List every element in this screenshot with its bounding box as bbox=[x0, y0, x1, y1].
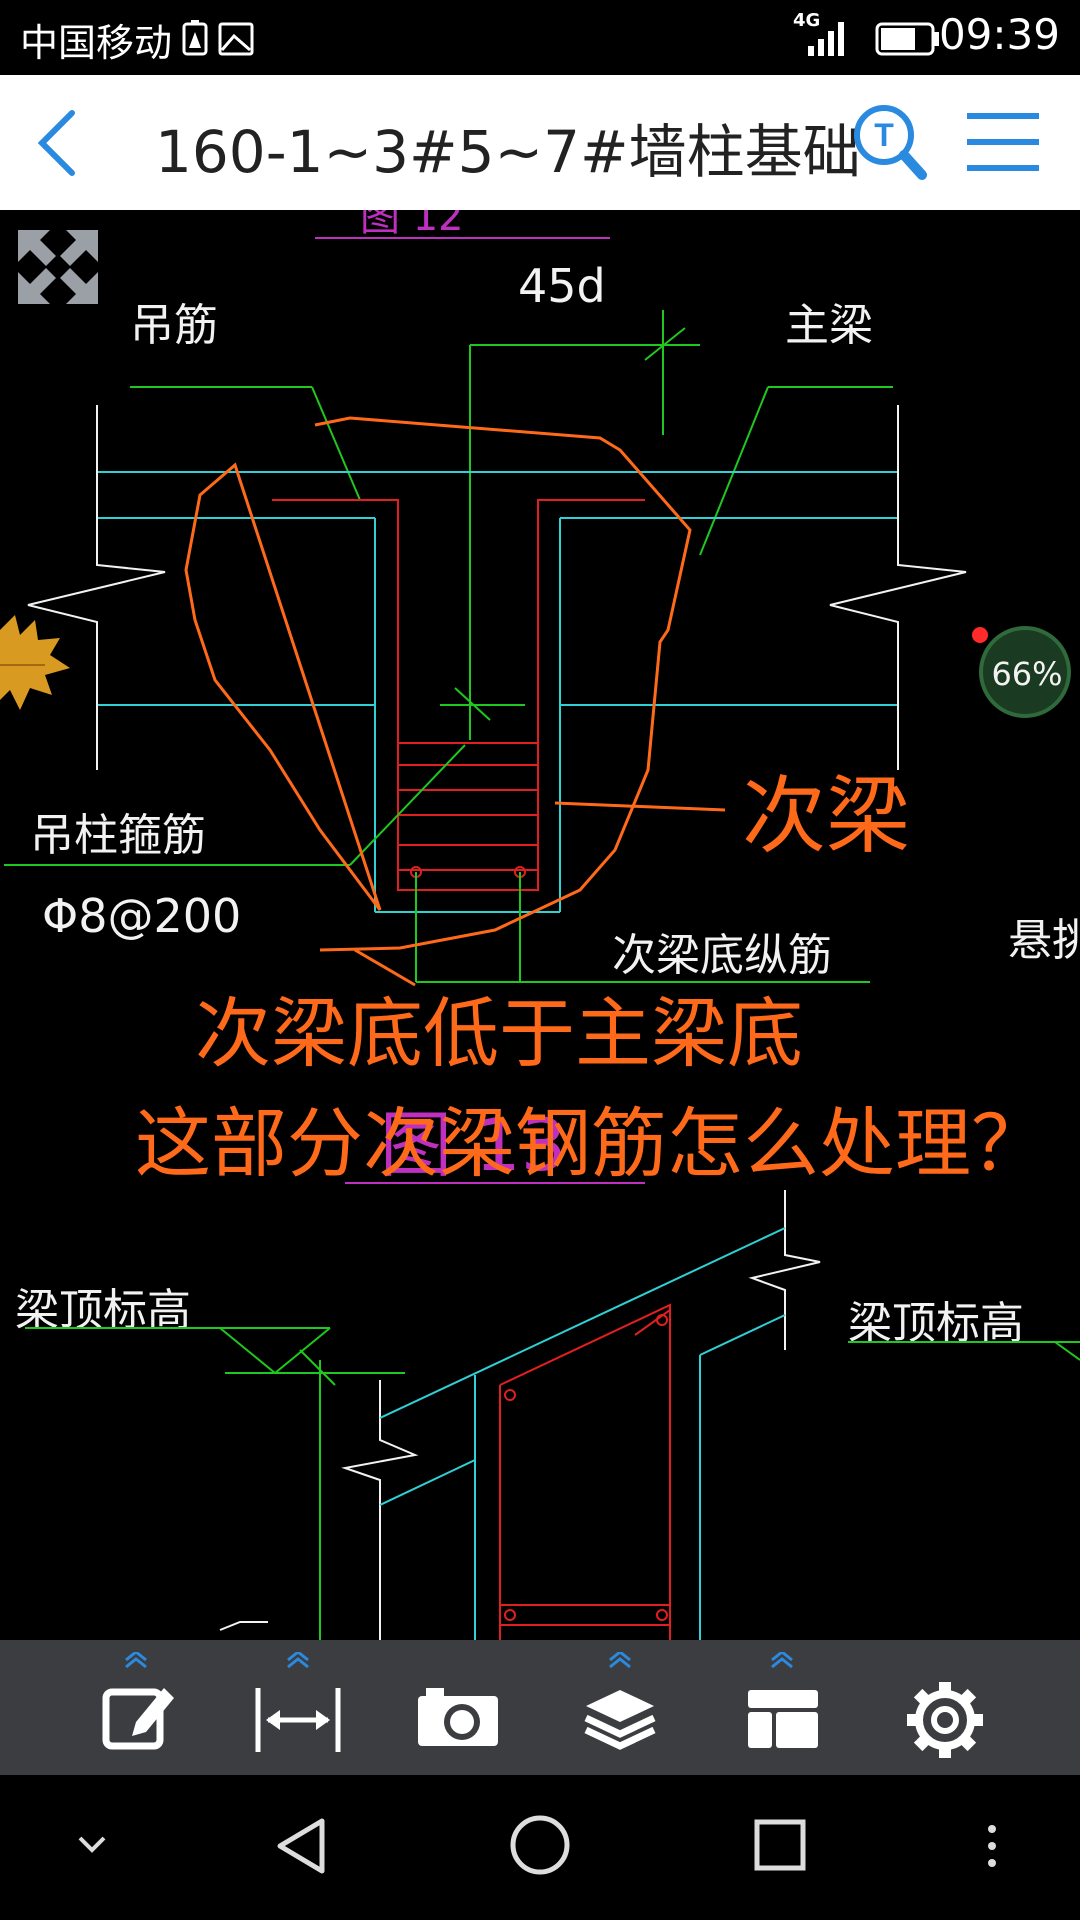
image-icon bbox=[218, 22, 254, 56]
battery-widget[interactable]: 66% bbox=[972, 626, 1071, 718]
text-search-icon[interactable]: T bbox=[850, 103, 930, 183]
chevron-down-icon[interactable] bbox=[72, 1830, 112, 1860]
question-line-2: 这部分次梁钢筋怎么处理？ bbox=[135, 1099, 1047, 1188]
hamburger-menu-icon[interactable] bbox=[965, 107, 1041, 177]
battery-icon bbox=[875, 22, 939, 56]
main-beam-label: 主梁 bbox=[785, 300, 873, 351]
more-vertical-icon[interactable] bbox=[980, 1823, 1004, 1869]
status-notification-icons bbox=[182, 20, 254, 56]
beam-top-level-right: 梁顶标高 bbox=[848, 1298, 1024, 1349]
bottom-toolbar bbox=[0, 1640, 1080, 1775]
status-bar: 中国移动 4G 09:39 bbox=[0, 0, 1080, 75]
secondary-beam-annotation: 次梁 bbox=[742, 767, 910, 865]
layers-icon[interactable] bbox=[570, 1652, 670, 1764]
rebar-spec-label: Φ8@200 bbox=[42, 889, 241, 943]
header: 160-1~3#5~7#墙柱基础 T bbox=[0, 75, 1080, 210]
battery-widget-percent: 66% bbox=[991, 655, 1062, 693]
chevron-left-icon[interactable] bbox=[30, 103, 100, 183]
edit-icon[interactable] bbox=[86, 1652, 186, 1764]
back-triangle-icon[interactable] bbox=[270, 1815, 330, 1877]
maple-leaf-icon[interactable] bbox=[0, 615, 70, 710]
secondary-beam-bottom-bar-label: 次梁底纵筋 bbox=[612, 930, 832, 981]
drawing-canvas[interactable]: 图 12 45d 吊筋 主梁 bbox=[0, 210, 1080, 1640]
network-type: 4G bbox=[793, 10, 821, 31]
svg-text:T: T bbox=[874, 117, 894, 153]
clock: 09:39 bbox=[938, 10, 1060, 59]
dimension-label: 45d bbox=[518, 259, 606, 313]
measure-distance-icon[interactable] bbox=[248, 1652, 348, 1764]
page-title: 160-1~3#5~7#墙柱基础 bbox=[155, 118, 861, 186]
signal-icon bbox=[808, 22, 844, 56]
system-nav-bar bbox=[0, 1775, 1080, 1920]
home-circle-icon[interactable] bbox=[508, 1813, 572, 1877]
gear-icon[interactable] bbox=[895, 1652, 995, 1764]
cad-drawing[interactable]: 图 12 45d 吊筋 主梁 bbox=[0, 210, 1080, 1640]
camera-icon[interactable] bbox=[408, 1652, 508, 1764]
question-line-1: 次梁底低于主梁底 bbox=[195, 989, 803, 1078]
cantilever-beam-label: 悬挑梁 bbox=[1008, 915, 1080, 966]
hanger-column-stirrup-label: 吊柱箍筋 bbox=[30, 810, 206, 861]
partial-top-label: 图 12 bbox=[360, 210, 464, 240]
magenta-partial-label: 图 13 bbox=[380, 1103, 567, 1187]
recents-square-icon[interactable] bbox=[752, 1817, 808, 1873]
expand-arrows-icon[interactable] bbox=[18, 230, 98, 304]
carrier-name: 中国移动 bbox=[20, 21, 173, 65]
layout-icon[interactable] bbox=[732, 1652, 832, 1764]
hanger-bar-label: 吊筋 bbox=[130, 300, 218, 351]
